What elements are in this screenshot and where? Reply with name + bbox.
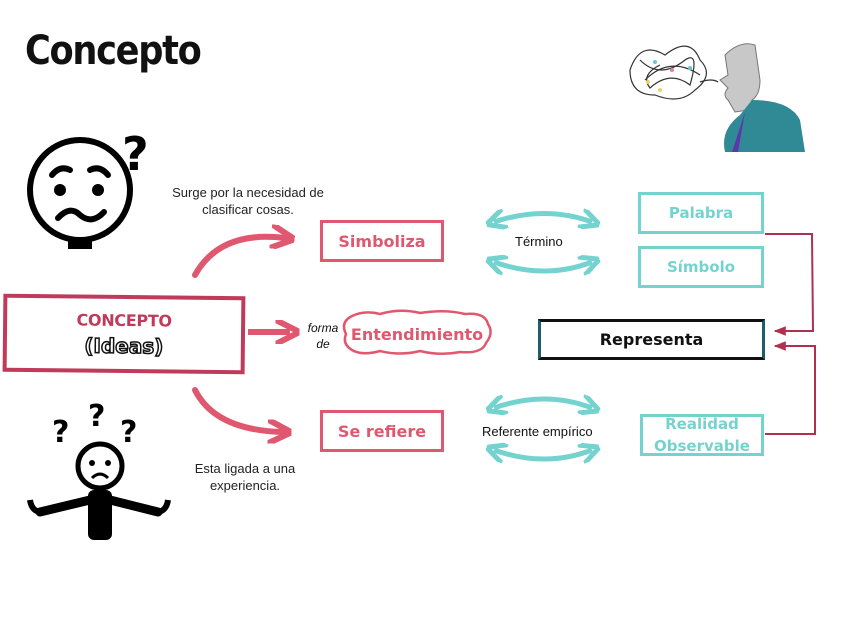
- svg-text:?: ?: [52, 415, 69, 450]
- svg-text:?: ?: [88, 399, 105, 434]
- node-representa: Representa: [538, 319, 765, 360]
- svg-text:?: ?: [120, 415, 137, 450]
- node-label: Palabra: [668, 204, 734, 222]
- link-label-referente: Referente empírico: [482, 424, 593, 439]
- arrow-to-se-refiere: [192, 387, 282, 432]
- forma-line: forma: [307, 321, 339, 335]
- teal-arrow-referente-bottom: [494, 450, 592, 459]
- teal-arrow-termino-bottom: [494, 262, 592, 271]
- node-label: Símbolo: [666, 258, 736, 276]
- node-simboliza: Simboliza: [320, 220, 444, 262]
- node-label: Se refiere: [337, 421, 427, 441]
- concept-label: CONCEPTO: [76, 310, 172, 330]
- node-se-refiere: Se refiere: [320, 410, 444, 452]
- link-label-termino: Término: [515, 234, 563, 249]
- note-line: Esta ligada a una: [194, 461, 296, 476]
- node-entendimiento: Entendimiento: [346, 316, 488, 352]
- node-label: Representa: [599, 330, 704, 349]
- svg-text:?: ?: [122, 127, 149, 181]
- entendimiento-cloud-outline: [342, 309, 492, 355]
- node-realidad-observable: Realidad Observable: [640, 414, 764, 456]
- concept-node: CONCEPTO (Ideas): [2, 293, 246, 375]
- node-label: Simboliza: [338, 231, 426, 251]
- teal-arrow-termino-top: [494, 214, 592, 223]
- note-line: experiencia.: [209, 478, 281, 493]
- note-classification: Surge por la necesidad de clasificar cos…: [160, 184, 336, 218]
- connector-palabra-representa: [765, 233, 815, 336]
- teal-arrow-referente-top: [494, 399, 592, 408]
- page-title: Concepto: [25, 28, 202, 74]
- node-label: Entendimiento: [350, 324, 484, 344]
- arrow-to-simboliza: [192, 237, 285, 278]
- note-line: clasificar cosas.: [202, 202, 294, 217]
- note-experience: Esta ligada a una experiencia.: [180, 460, 310, 494]
- node-label: Realidad: [665, 415, 739, 433]
- note-line: Surge por la necesidad de: [172, 185, 324, 200]
- ideas-label: (Ideas): [83, 332, 164, 358]
- node-label: Observable: [654, 437, 750, 455]
- forma-de-label: forma de: [302, 320, 344, 352]
- node-simbolo: Símbolo: [638, 246, 764, 288]
- connector-realidad-representa: [765, 341, 816, 435]
- node-palabra: Palabra: [638, 192, 764, 234]
- forma-line: de: [316, 337, 330, 351]
